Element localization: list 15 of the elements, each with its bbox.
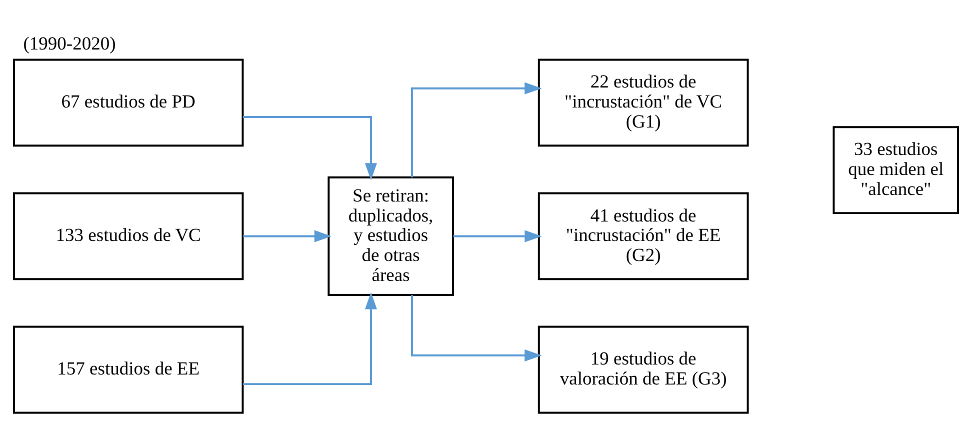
node-box: 41 estudios de "incrustación" de EE (G2) xyxy=(538,192,749,280)
node-box: 157 estudios de EE xyxy=(13,325,244,414)
arrow xyxy=(243,230,332,242)
arrow xyxy=(410,82,542,177)
arrow xyxy=(410,294,542,361)
arrow xyxy=(242,292,377,385)
node-box: 22 estudios de "incrustación" de VC (G1) xyxy=(538,58,749,146)
arrow xyxy=(242,116,377,180)
diagram-title: (1990-2020) xyxy=(23,34,116,54)
node-box: 19 estudios de valoración de EE (G3) xyxy=(538,325,749,414)
node-box: 133 estudios de VC xyxy=(13,192,244,280)
node-box: 33 estudios que miden el "alcance" xyxy=(832,126,959,214)
node-box: Se retiran: duplicados, y estudios de otras áreas xyxy=(328,176,454,296)
arrow xyxy=(453,230,542,242)
node-box: 67 estudios de PD xyxy=(13,58,244,146)
